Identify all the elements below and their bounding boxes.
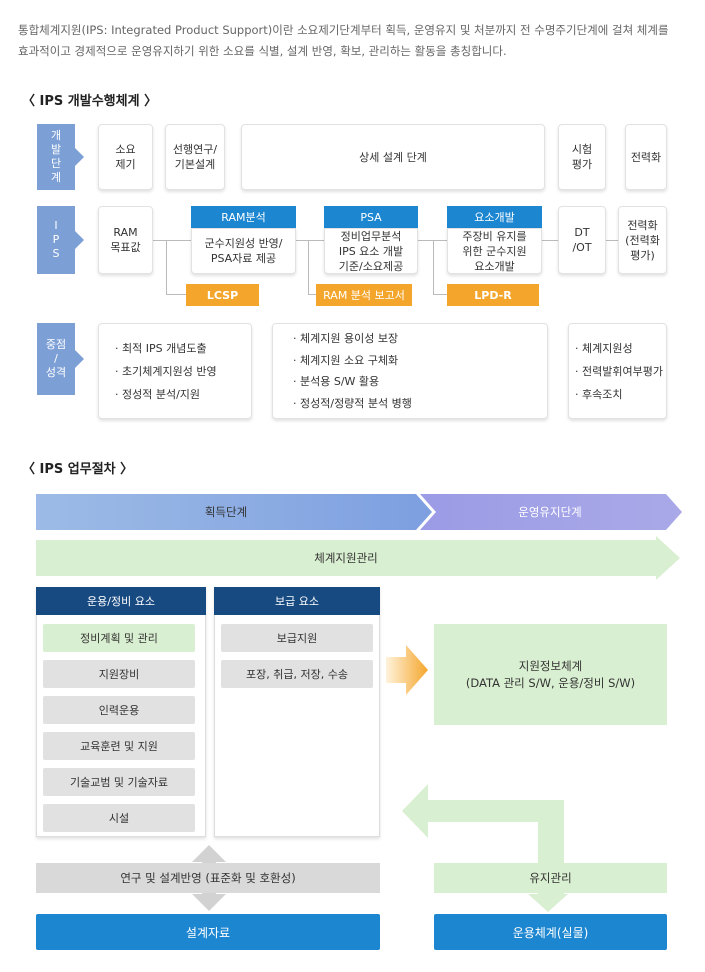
phase-operation-shape (420, 494, 682, 530)
intro-line-2: 효과적이고 경제적으로 운영유지하기 위한 소요를 식별, 설계 반영, 확보,… (18, 44, 507, 58)
ram-analysis-body: 군수지원성 반영/ PSA자료 제공 (191, 228, 296, 274)
maintenance-bar: 유지관리 (434, 863, 667, 893)
output-lpd-r: LPD-R (447, 284, 539, 306)
focus-list-detail: 체계지원 용이성 보장 체계지원 소요 구체화 분석용 S/W 활용 정성적/정… (293, 328, 412, 414)
ops-item-facilities: 시설 (43, 804, 195, 832)
row-label-ips: I P S (37, 206, 84, 274)
focus-item: 정성적 분석/지원 (115, 383, 217, 406)
research-design-bar: 연구 및 설계반영 (표준화 및 호환성) (36, 863, 380, 893)
supply-header: 보급 요소 (214, 587, 380, 615)
focus-item: 분석용 S/W 활용 (293, 371, 412, 393)
connector-line (166, 294, 186, 295)
output-ram-report: RAM 분석 보고서 (316, 284, 412, 306)
ops-system-box: 운용체계(실물) (434, 914, 667, 950)
row-label-focus: 중점 / 성격 (37, 323, 84, 395)
connector-line (166, 240, 167, 295)
ops-item-maint-plan: 정비계획 및 관리 (43, 624, 195, 652)
element-dev-header: 요소개발 (447, 206, 542, 228)
ops-maint-header: 운용/정비 요소 (36, 587, 206, 615)
connector-line (542, 240, 558, 241)
support-info-system: 지원정보체계 (DATA 관리 S/W, 운용/정비 S/W) (434, 624, 667, 725)
focus-item: 체계지원 소요 구체화 (293, 350, 412, 372)
row-label-dev-stage: 개 발 단 계 (37, 124, 84, 190)
system-support-arrow (36, 536, 680, 580)
focus-group-final: 체계지원성 전력발휘여부평가 후속조치 (568, 323, 667, 419)
stage-deployment: 전력화 (625, 124, 667, 190)
focus-group-detail: 체계지원 용이성 보장 체계지원 소요 구체화 분석용 S/W 활용 정성적/정… (272, 323, 548, 419)
section-title-procedure: 〈 IPS 업무절차 〉 (22, 462, 134, 477)
ops-item-training: 교육훈련 및 지원 (43, 732, 195, 760)
ips-ram-target: RAM 목표값 (98, 206, 153, 274)
phase-acquisition-label: 획득단계 (204, 505, 248, 519)
connector-line (153, 240, 191, 241)
connector-line (606, 240, 625, 241)
focus-list-early: 최적 IPS 개념도출 초기체계지원성 반영 정성적 분석/지원 (115, 337, 217, 406)
focus-item: 최적 IPS 개념도출 (115, 337, 217, 360)
design-data-box: 설계자료 (36, 914, 380, 950)
ops-item-tech-manual: 기술교범 및 기술자료 (43, 768, 195, 796)
focus-group-early: 최적 IPS 개념도출 초기체계지원성 반영 정성적 분석/지원 (98, 323, 252, 419)
focus-item: 초기체계지원성 반영 (115, 360, 217, 383)
return-arrow (402, 784, 568, 912)
ops-item-support-equipment: 지원장비 (43, 660, 195, 688)
supply-item-support: 보급지원 (221, 624, 373, 652)
orange-arrow-shape (386, 645, 428, 695)
focus-item: 정성적/정량적 분석 병행 (293, 393, 412, 415)
ram-analysis-header: RAM분석 (191, 206, 296, 228)
stage-prior-research: 선행연구/ 기본설계 (165, 124, 225, 190)
focus-item: 전력발휘여부평가 (575, 360, 663, 383)
supply-item-packaging: 포장, 취급, 저장, 수송 (221, 660, 373, 688)
return-arrow-head (528, 894, 568, 912)
connector-line (308, 240, 309, 295)
focus-item: 체계지원 용이성 보장 (293, 328, 412, 350)
phase-acquisition-shape (36, 494, 432, 530)
ips-deployment-eval: 전력화 (전력화 평가) (618, 206, 667, 274)
connector-line (433, 240, 434, 295)
stage-requirement: 소요 제기 (98, 124, 153, 190)
stage-detail-design: 상세 설계 단계 (241, 124, 545, 190)
element-dev-body: 주장비 유지를 위한 군수지원 요소개발 (447, 228, 542, 274)
section-title-dev-system: 〈 IPS 개발수행체계 〉 (22, 94, 158, 109)
intro-text: 통합체계지원(IPS: Integrated Product Support)이… (18, 20, 688, 62)
system-support-arrow-shape (36, 536, 680, 580)
phase-chevron-bar (36, 494, 682, 530)
focus-item: 체계지원성 (575, 337, 663, 360)
stage-test-eval: 시험 평가 (558, 124, 606, 190)
ips-dt-ot: DT /OT (558, 206, 606, 274)
connector-line (296, 240, 324, 241)
connector-line (308, 294, 316, 295)
connector-line (433, 294, 447, 295)
psa-body: 정비업무분석 IPS 요소 개발 기준/소요제공 (324, 228, 418, 274)
connector-line (418, 240, 447, 241)
ops-item-manpower: 인력운용 (43, 696, 195, 724)
system-support-label: 체계지원관리 (314, 551, 378, 565)
focus-list-final: 체계지원성 전력발휘여부평가 후속조치 (575, 337, 663, 406)
phase-operation-label: 운영유지단계 (518, 505, 582, 519)
psa-header: PSA (324, 206, 418, 228)
focus-item: 후속조치 (575, 383, 663, 406)
output-lcsp: LCSP (186, 284, 259, 306)
orange-arrow-right (386, 645, 428, 695)
return-arrow-shape (402, 784, 564, 896)
intro-line-1: 통합체계지원(IPS: Integrated Product Support)이… (18, 23, 669, 37)
